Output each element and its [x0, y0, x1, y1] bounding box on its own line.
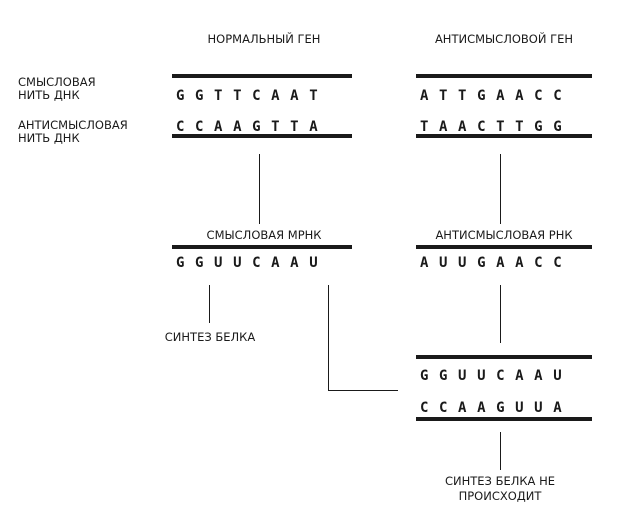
antisense-gene-header: АНТИСМЫСЛОВОЙ ГЕН: [434, 32, 574, 46]
mrna-to-protein-connector: [209, 285, 210, 323]
antisense-rna-label: АНТИСМЫСЛОВАЯ РНК: [435, 228, 573, 242]
antisense-gene-antisense-sequence: TAACTTGG: [420, 119, 573, 135]
antisense-gene-bottom-bar: [416, 134, 592, 138]
antisense-gene-top-bar: [416, 74, 592, 78]
duplex-to-no-synthesis-connector: [500, 432, 501, 470]
sense-dna-strand-label: СМЫСЛОВАЯ НИТЬ ДНК: [18, 75, 96, 102]
duplex-bottom-bar: [416, 417, 592, 421]
mrna-to-duplex-vertical-connector: [328, 285, 329, 391]
sense-mrna-sequence: GGUUCAAU: [176, 255, 329, 271]
duplex-top-sequence: GGUUCAAU: [420, 368, 573, 384]
normal-gene-sense-sequence: GGTTCAAT: [176, 88, 329, 104]
normal-gene-antisense-sequence: CCAAGTTA: [176, 119, 329, 135]
normal-gene-top-bar: [172, 74, 352, 78]
antisense-rna-sequence: AUUGAACC: [420, 255, 573, 271]
antisense-dna-strand-label: АНТИСМЫСЛОВАЯ НИТЬ ДНК: [18, 118, 128, 145]
mrna-to-duplex-horizontal-connector: [328, 390, 398, 391]
normal-gene-bottom-bar: [172, 134, 352, 138]
antisense-rna-bar: [416, 245, 592, 249]
sense-mrna-bar: [172, 245, 352, 249]
normal-gene-to-mrna-connector: [259, 154, 260, 224]
antisense-rna-to-duplex-connector: [500, 285, 501, 343]
protein-synthesis-label: СИНТЕЗ БЕЛКА: [164, 330, 256, 344]
sense-mrna-label: СМЫСЛОВАЯ МРНК: [206, 228, 322, 242]
duplex-bottom-sequence: CCAAGUUA: [420, 400, 573, 416]
antisense-gene-sense-sequence: ATTGAACC: [420, 88, 573, 104]
antisense-gene-to-rna-connector: [500, 154, 501, 224]
duplex-top-bar: [416, 355, 592, 359]
no-protein-synthesis-label: СИНТЕЗ БЕЛКА НЕ ПРОИСХОДИТ: [444, 474, 555, 503]
normal-gene-header: НОРМАЛЬНЫЙ ГЕН: [207, 32, 321, 46]
